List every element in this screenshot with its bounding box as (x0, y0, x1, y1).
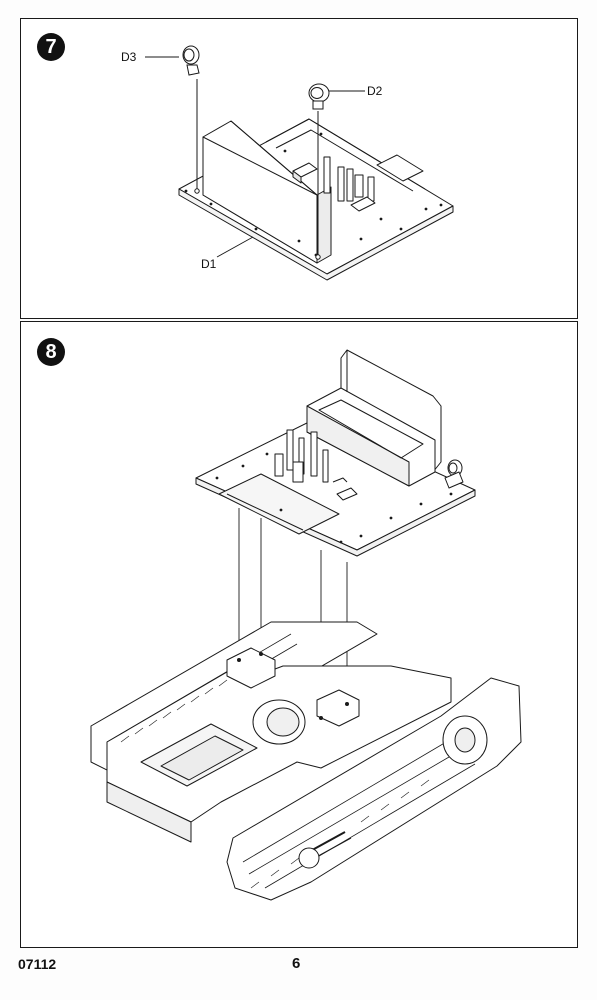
d1-leader-line (216, 236, 254, 258)
page-number: 6 (292, 955, 301, 972)
step-number-badge: 7 (37, 33, 65, 61)
part-d3 (182, 45, 200, 194)
part-label-d1: D1 (201, 257, 217, 271)
tracked-chassis (90, 621, 522, 901)
step-8-panel: 8 (20, 321, 578, 948)
floor-assembly (195, 349, 476, 557)
step-7-panel: 7 (20, 18, 578, 319)
part-label-d2: D2 (367, 84, 383, 98)
step-8-assembly-drawing (90, 349, 522, 901)
kit-code: 07112 (18, 956, 57, 972)
floor-plate-edge (178, 188, 454, 281)
step-number-badge: 8 (37, 338, 65, 366)
part-d2 (308, 83, 330, 260)
seat (306, 349, 442, 487)
step-7-assembly-drawing (145, 45, 454, 281)
part-label-d3: D3 (121, 50, 137, 64)
